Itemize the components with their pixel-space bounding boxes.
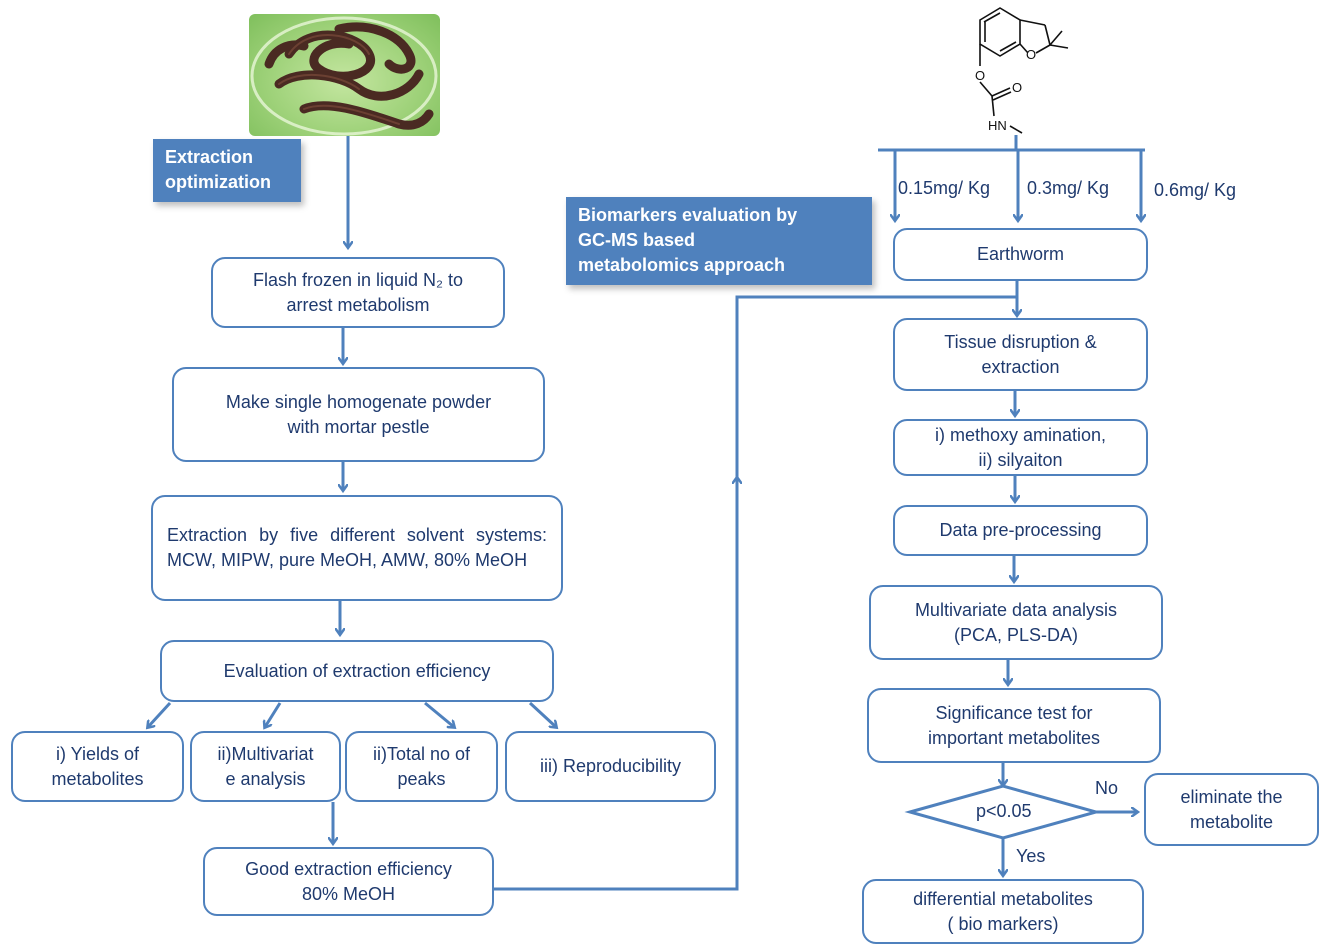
flash-frozen-box: Flash frozen in liquid N₂ to arrest meta…	[211, 257, 505, 328]
arrow-eval-to-reproducibility	[528, 701, 556, 727]
molecule-hn: HN	[988, 118, 1007, 133]
preprocessing-box: Data pre-processing	[893, 505, 1148, 556]
significance-test-box: Significance test for important metaboli…	[867, 688, 1161, 763]
dose-label-3: 0.6mg/ Kg	[1154, 180, 1237, 200]
molecule-structure: O O O HN	[950, 0, 1080, 140]
arrow-eval-to-multivariate	[265, 702, 282, 727]
differential-metabolites-box: differential metabolites ( bio markers)	[862, 879, 1144, 944]
eliminate-box: eliminate the metabolite	[1144, 773, 1319, 846]
earthworm-box: Earthworm	[893, 228, 1148, 281]
no-label: No	[1095, 778, 1119, 798]
connector-left-to-right	[494, 478, 737, 891]
decision-text: p<0.05	[976, 801, 1032, 821]
evaluation-box: Evaluation of extraction efficiency	[160, 640, 554, 702]
molecule-o2: O	[975, 68, 985, 83]
extraction-optimization-banner: Extraction optimization	[153, 139, 301, 202]
reproducibility-box: iii) Reproducibility	[505, 731, 716, 802]
molecule-o1: O	[1026, 47, 1036, 62]
arrow-eval-to-yields	[148, 701, 172, 727]
tissue-disruption-box: Tissue disruption & extraction	[893, 318, 1148, 391]
dose-label-1: 0.15mg/ Kg	[898, 178, 991, 198]
yields-box: i) Yields of metabolites	[11, 731, 184, 802]
multivariate-data-box: Multivariate data analysis (PCA, PLS-DA)	[869, 585, 1163, 660]
homogenate-box: Make single homogenate powder with morta…	[172, 367, 545, 462]
yes-label: Yes	[1016, 846, 1046, 866]
arrow-eval-to-peaks	[424, 701, 454, 727]
multivariate-analysis-box: ii)Multivariat e analysis	[190, 731, 341, 802]
molecule-o3: O	[1012, 80, 1022, 95]
earthworm-photo	[249, 14, 440, 136]
dose-label-2: 0.3mg/ Kg	[1027, 178, 1110, 198]
decision-diamond	[904, 784, 1102, 840]
biomarkers-evaluation-banner: Biomarkers evaluation by GC-MS based met…	[566, 197, 872, 285]
good-efficiency-box: Good extraction efficiency 80% MeOH	[203, 847, 494, 916]
solvent-extraction-box: Extraction by five different solvent sys…	[151, 495, 563, 601]
derivatization-box: i) methoxy amination, ii) silyaiton	[893, 419, 1148, 476]
connector-top	[735, 295, 1017, 480]
total-peaks-box: ii)Total no of peaks	[345, 731, 498, 802]
